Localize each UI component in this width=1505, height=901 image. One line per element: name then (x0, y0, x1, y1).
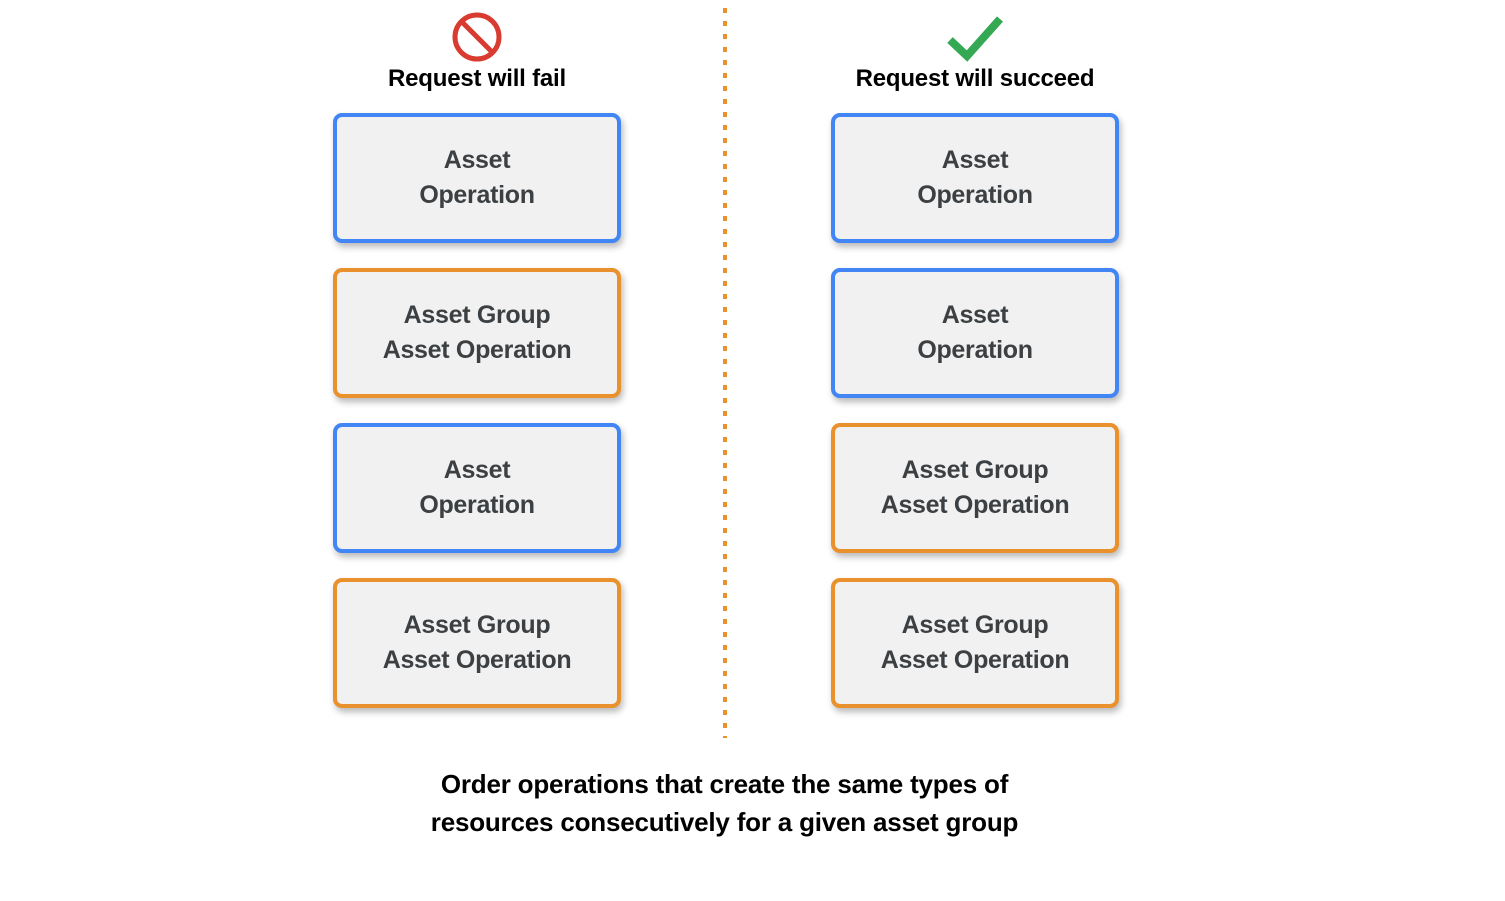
node-label: Asset Group Asset Operation (382, 300, 572, 365)
node-label: Asset Operation (419, 455, 535, 520)
node-box-fail-4[interactable]: Asset Group Asset Operation (333, 578, 621, 708)
column-header-succeed: Request will succeed (825, 8, 1125, 92)
node-box-succeed-3[interactable]: Asset Group Asset Operation (831, 423, 1119, 553)
node-box-fail-3[interactable]: Asset Operation (333, 423, 621, 553)
node-box-succeed-1[interactable]: Asset Operation (831, 113, 1119, 243)
node-label: Asset Operation (419, 145, 535, 210)
node-label: Asset Operation (917, 300, 1033, 365)
node-box-succeed-2[interactable]: Asset Operation (831, 268, 1119, 398)
node-box-fail-1[interactable]: Asset Operation (333, 113, 621, 243)
column-title-fail: Request will fail (388, 65, 566, 92)
prohibition-icon (327, 8, 627, 66)
column-header-fail: Request will fail (327, 8, 627, 92)
node-box-fail-2[interactable]: Asset Group Asset Operation (333, 268, 621, 398)
checkmark-icon (825, 8, 1125, 66)
node-box-succeed-4[interactable]: Asset Group Asset Operation (831, 578, 1119, 708)
column-title-succeed: Request will succeed (855, 65, 1095, 92)
node-label: Asset Operation (917, 145, 1033, 210)
diagram-caption: Order operations that create the same ty… (430, 769, 1019, 837)
node-label: Asset Group Asset Operation (382, 610, 572, 675)
box-stack-succeed: Asset Operation Asset Operation Asset Gr… (831, 113, 1119, 733)
box-stack-fail: Asset Operation Asset Group Asset Operat… (333, 113, 621, 733)
node-label: Asset Group Asset Operation (880, 455, 1070, 520)
vertical-dotted-divider (723, 8, 727, 738)
node-label: Asset Group Asset Operation (880, 610, 1070, 675)
